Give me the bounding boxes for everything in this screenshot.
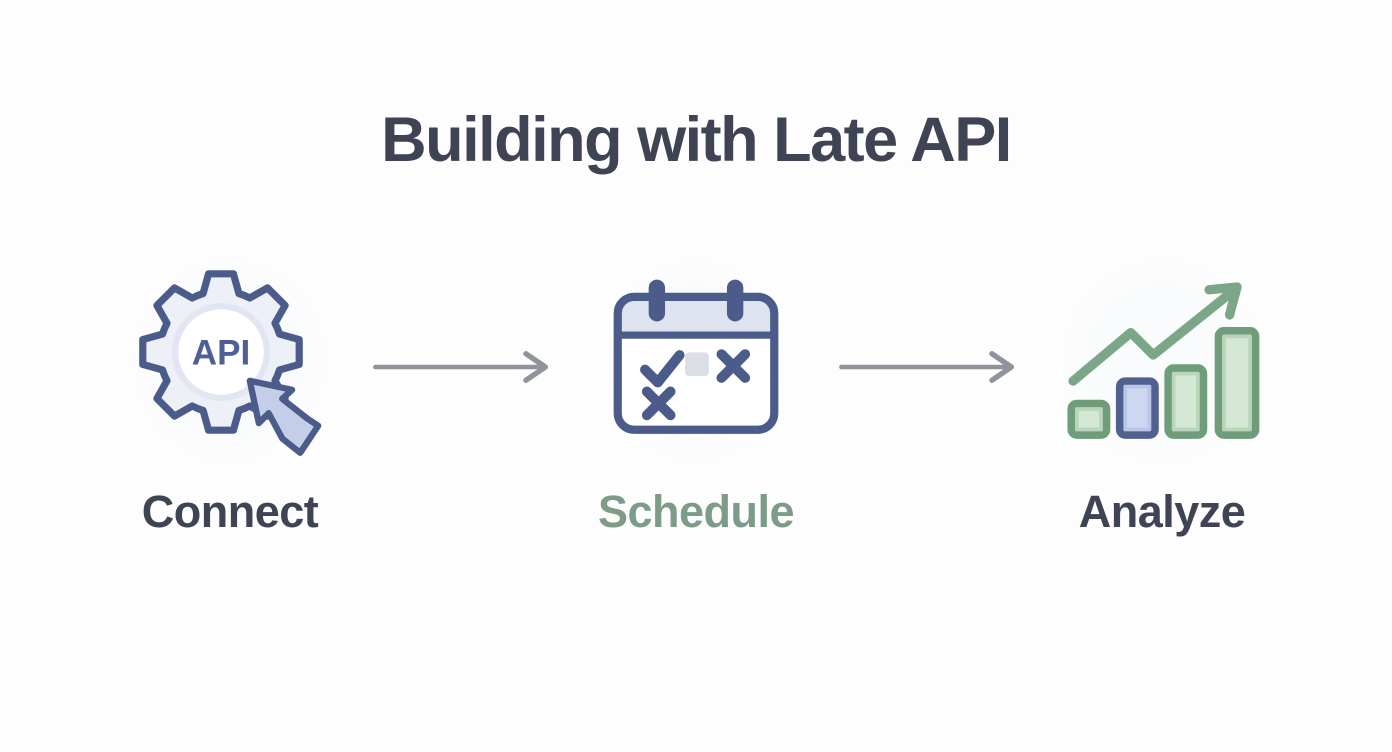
calendar-svg-icon — [613, 279, 779, 434]
gear-icon: API — [139, 270, 322, 457]
step-label-schedule: Schedule — [597, 486, 795, 538]
calendar-icon — [605, 256, 787, 467]
step-label-connect: Connect — [141, 486, 319, 538]
cursor-arrow-icon — [246, 378, 322, 457]
right-arrow-icon — [839, 351, 1015, 384]
step-schedule: Schedule — [556, 256, 836, 538]
flow-row: API Connect — [0, 256, 1392, 538]
x-mark-icon — [641, 386, 676, 421]
connector-arrow-2 — [836, 256, 1022, 387]
bar-blue — [1115, 377, 1159, 439]
x-mark-icon — [716, 349, 751, 383]
bar-green-1 — [1066, 399, 1110, 439]
bar-chart-svg-icon — [1066, 282, 1259, 439]
right-arrow-icon — [373, 351, 549, 384]
trend-arrow-icon — [1067, 282, 1242, 386]
page-title: Building with Late API — [381, 105, 1012, 175]
step-connect: API Connect — [90, 256, 370, 538]
binder-ring-left — [648, 279, 666, 322]
connector-arrow-1 — [370, 256, 556, 387]
step-label-analyze: Analyze — [1078, 486, 1246, 538]
calendar-square — [685, 352, 709, 376]
bar-green-3 — [1214, 326, 1259, 439]
api-gear-cursor-icon: API — [131, 256, 329, 467]
binder-ring-right — [726, 279, 744, 322]
api-badge-text: API — [192, 334, 250, 373]
checkmark-icon — [640, 350, 685, 388]
bar-chart-trend-icon — [1059, 256, 1265, 467]
bar-green-2 — [1163, 364, 1207, 439]
step-analyze: Analyze — [1022, 256, 1302, 538]
